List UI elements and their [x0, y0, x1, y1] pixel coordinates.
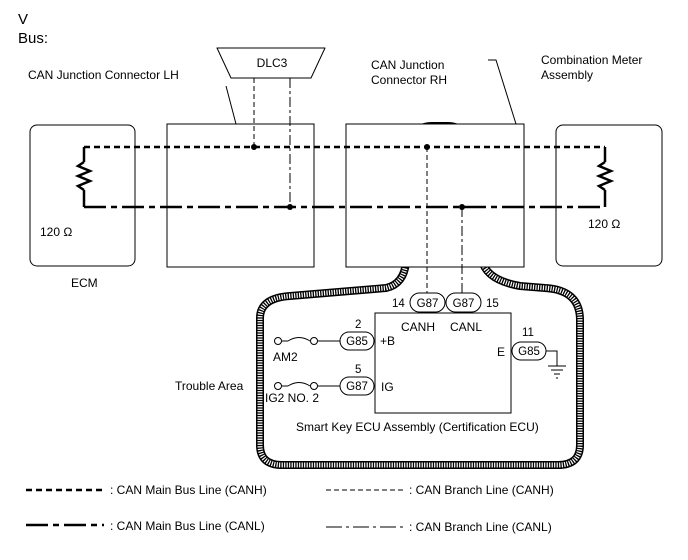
- ecm-resistor-label: 120 Ω: [40, 225, 72, 239]
- ig2-label: IG2 NO. 2: [265, 391, 319, 405]
- legend-main-canl-label: : CAN Main Bus Line (CANL): [110, 519, 265, 533]
- canl-connector-oval: [445, 292, 482, 313]
- b-connector-oval: [339, 331, 375, 351]
- ig2-fuse-terminal-right: [310, 382, 318, 390]
- ground-wire: [546, 350, 558, 366]
- e-connector-label: G85: [518, 346, 540, 358]
- canl-terminal-label: CANL: [450, 320, 482, 334]
- legend-branch-canh-label: : CAN Branch Line (CANH): [409, 483, 554, 497]
- header-line-1: V: [18, 11, 28, 28]
- canl-connector-label: G87: [453, 298, 475, 310]
- canl-pin-number: 15: [486, 298, 499, 310]
- lh-leader: [225, 85, 237, 125]
- b-pin-number: 2: [355, 319, 361, 331]
- ig-pin-number: 5: [355, 364, 361, 376]
- am2-fuse: [287, 337, 311, 342]
- ig2-fuse: [287, 382, 311, 387]
- can-junction-lh-label: CAN Junction Connector LH: [28, 68, 179, 82]
- am2-label: AM2: [273, 350, 298, 364]
- ig-connector-oval: [339, 376, 375, 396]
- junction-dot-lh-canh: [251, 144, 257, 150]
- canh-connector-label: G87: [417, 298, 439, 310]
- am2-fuse-terminal-left: [274, 337, 282, 345]
- ig2-fuse-terminal-left: [274, 382, 282, 390]
- can-junction-rh-label-1: CAN Junction: [371, 58, 444, 72]
- ecm-resistor: [74, 160, 94, 192]
- b-terminal-label: +B: [380, 334, 395, 348]
- trouble-area-label: Trouble Area: [175, 379, 244, 393]
- can-junction-rh-box: [345, 123, 525, 268]
- canh-pin-number: 14: [392, 298, 405, 310]
- rh-leader: [488, 59, 517, 125]
- ground-icon: [548, 365, 566, 379]
- e-pin-number: 11: [522, 327, 534, 339]
- combination-meter-label-1: Combination Meter: [541, 53, 642, 67]
- smart-key-ecu-box: [374, 312, 512, 414]
- meter-resistor-label: 120 Ω: [588, 217, 620, 231]
- canh-terminal-label: CANH: [401, 320, 435, 334]
- header-line-2: Bus:: [18, 30, 48, 47]
- dlc3-label: DLC3: [257, 56, 288, 70]
- ecm-box: [29, 124, 136, 267]
- legend-branch-canl-label: : CAN Branch Line (CANL): [409, 520, 552, 534]
- junction-dot-lh-canl: [287, 204, 293, 210]
- canh-connector-oval: [409, 292, 446, 313]
- ecm-label: ECM: [71, 276, 98, 290]
- am2-fuse-terminal-right: [310, 337, 318, 345]
- combination-meter-label-2: Assembly: [541, 68, 593, 82]
- smart-key-ecu-label: Smart Key ECU Assembly (Certification EC…: [296, 420, 539, 434]
- ig-terminal-label: IG: [381, 380, 394, 394]
- ig-connector-label: G87: [346, 381, 368, 393]
- can-junction-lh-box: [166, 123, 315, 268]
- legend-main-canh-label: : CAN Main Bus Line (CANH): [110, 483, 267, 497]
- can-junction-rh-label-2: Connector RH: [371, 73, 447, 87]
- b-connector-label: G85: [346, 336, 368, 348]
- dlc3-connector: [216, 47, 326, 79]
- combination-meter-box: [555, 124, 663, 267]
- e-terminal-label: E: [497, 345, 505, 359]
- meter-resistor: [595, 160, 615, 192]
